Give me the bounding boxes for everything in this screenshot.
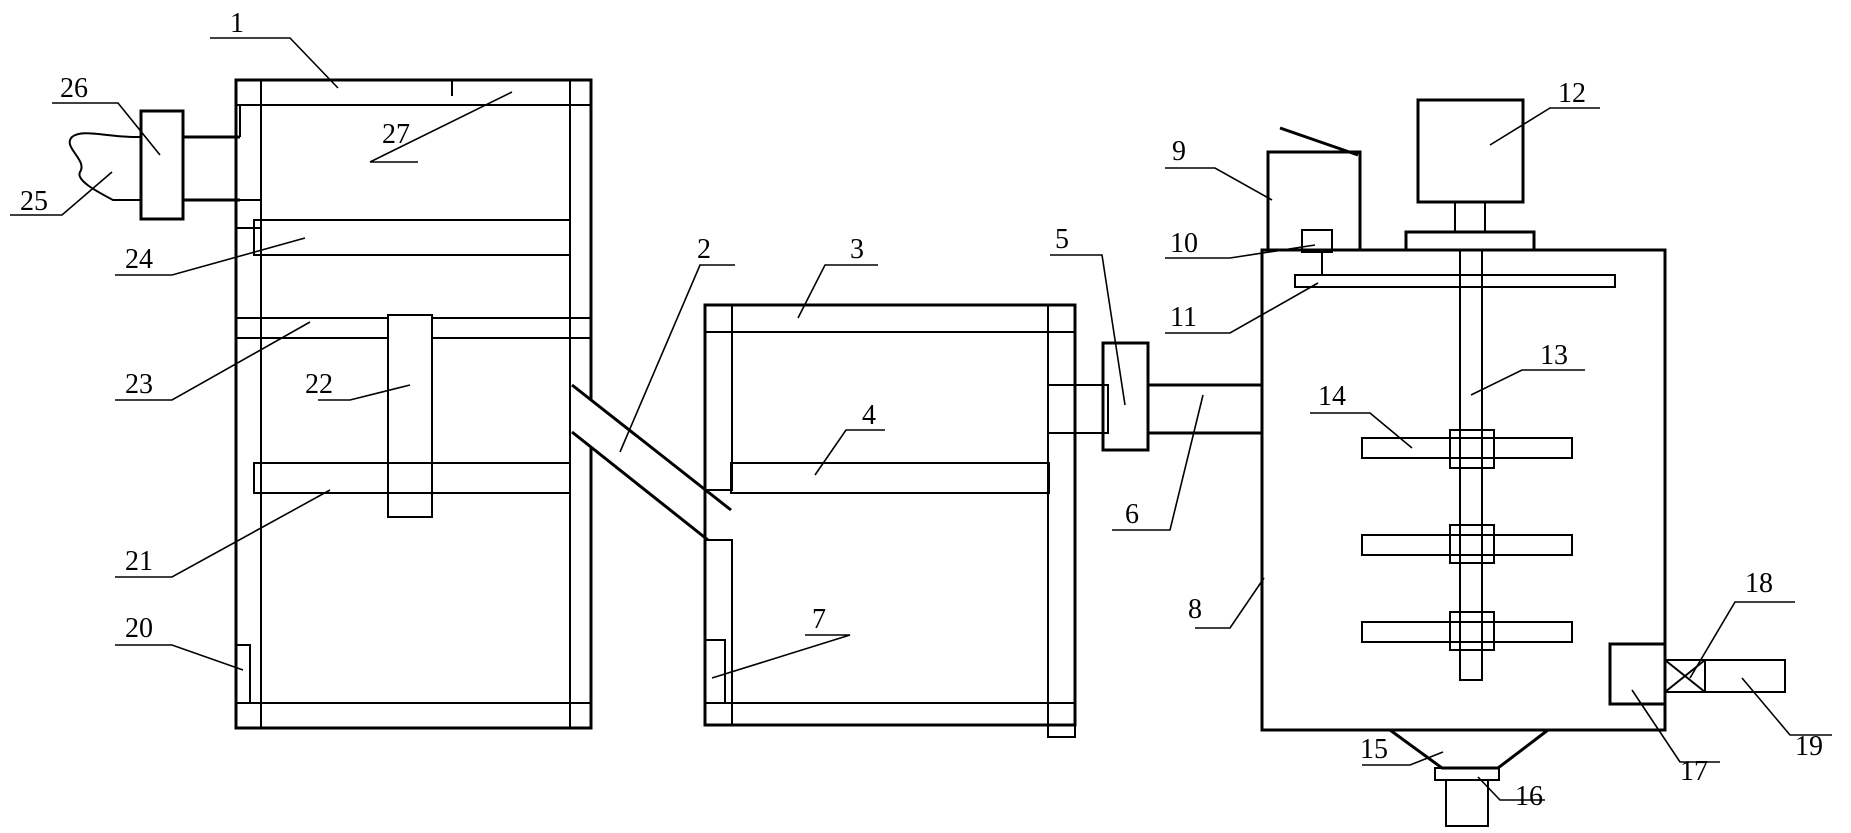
discharge-cone-15	[1389, 728, 1549, 770]
label-5: 5	[1055, 224, 1069, 255]
label-11: 11	[1170, 302, 1197, 333]
label-22: 22	[305, 369, 333, 400]
valve-18	[1664, 659, 1706, 693]
diagonal-pipe-2	[571, 383, 732, 542]
label-7: 7	[812, 604, 826, 635]
label-13: 13	[1540, 340, 1568, 371]
tank-3	[703, 303, 1109, 738]
filter-layer-4	[730, 462, 1050, 494]
pipe-19	[1704, 659, 1786, 693]
label-18: 18	[1745, 568, 1773, 599]
label-12: 12	[1558, 78, 1586, 109]
label-9: 9	[1172, 136, 1186, 167]
label-17: 17	[1680, 756, 1708, 787]
part-17	[1608, 642, 1667, 706]
label-3: 3	[850, 234, 864, 265]
label-21: 21	[125, 546, 153, 577]
label-1: 1	[230, 8, 244, 39]
mixing-tank-8	[1260, 248, 1667, 732]
label-16: 16	[1515, 781, 1543, 812]
pipe-6	[1148, 383, 1262, 435]
filter-layer-21	[253, 462, 571, 494]
shaft-13	[1459, 249, 1483, 681]
feed-hopper-9	[1266, 126, 1362, 252]
label-27: 27	[382, 119, 410, 150]
label-2: 2	[697, 234, 711, 265]
label-10: 10	[1170, 228, 1198, 259]
valve-5	[1101, 341, 1150, 452]
label-15: 15	[1360, 734, 1388, 765]
label-26: 26	[60, 73, 88, 104]
label-19: 19	[1795, 731, 1823, 762]
label-20: 20	[125, 613, 153, 644]
label-23: 23	[125, 369, 153, 400]
valve-26	[139, 109, 185, 221]
label-14: 14	[1318, 381, 1346, 412]
motor-12	[1404, 98, 1536, 252]
label-24: 24	[125, 244, 153, 275]
label-6: 6	[1125, 499, 1139, 530]
label-8: 8	[1188, 594, 1202, 625]
inlet-pipe	[183, 105, 241, 202]
hose-25	[68, 132, 142, 201]
part-10	[1301, 229, 1333, 253]
leader-lines	[10, 37, 1832, 801]
part-labels: 1 26 25 27 24 23 22 21 20 2 3 4 5 6 7 9 …	[20, 8, 1823, 812]
label-4: 4	[862, 400, 876, 431]
stirring-blades-14	[1361, 429, 1573, 651]
scraper-bar-11	[1294, 274, 1616, 288]
outlet-16	[1434, 767, 1500, 827]
t-pipe-22	[387, 314, 433, 518]
tank-1	[234, 78, 593, 730]
filter-layer-24	[253, 219, 571, 256]
label-25: 25	[20, 186, 48, 217]
